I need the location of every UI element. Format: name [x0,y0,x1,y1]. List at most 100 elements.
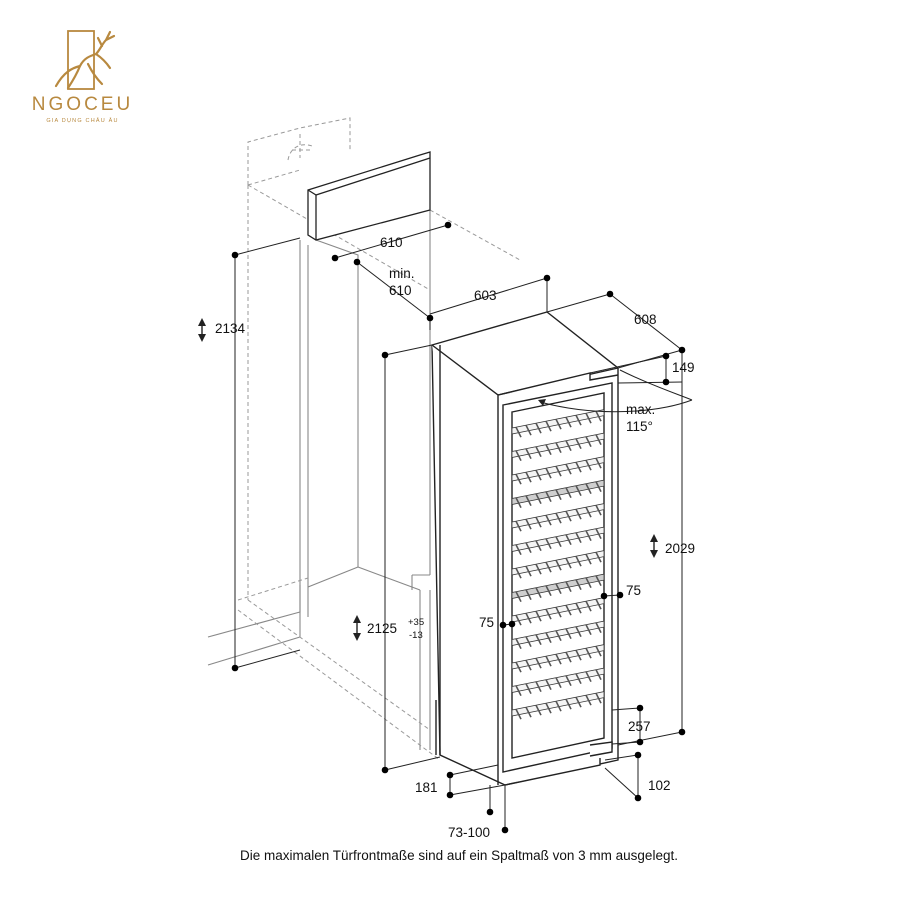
brand-logo: NGOCEU GIA DỤNG CHÂU ÂU [20,28,145,128]
label-610: 610 [380,235,403,250]
wine-bottle [515,497,522,509]
wine-bottle [515,544,522,556]
wine-bottle [595,434,602,446]
wine-bottle [525,495,532,507]
dimension-dot [446,771,454,779]
label-75-left: 75 [479,615,494,630]
wine-bottle [585,647,592,659]
deer-logo-icon [54,30,116,90]
wine-bottle [545,608,552,620]
wine-bottle [595,622,602,634]
wine-bottle [595,692,602,704]
wine-bottle [575,532,582,544]
dimension-dot [636,704,644,712]
wine-bottle [525,518,532,530]
dimension-dot [381,766,389,774]
wine-bottle [595,457,602,469]
wine-bottle [565,581,572,593]
wine-bottle [565,534,572,546]
dimension-dot [499,621,507,629]
wine-bottle [595,575,602,587]
dimension-dot [331,254,339,262]
wine-bottle [575,414,582,426]
wine-bottle [585,506,592,518]
wine-bottle [555,653,562,665]
wine-bottle [575,673,582,685]
wine-bottle [555,536,562,548]
wine-bottle [545,514,552,526]
wine-bottle [515,638,522,650]
label-181: 181 [415,780,438,795]
dimension-dot [231,664,239,672]
wine-bottle [585,436,592,448]
wine-bottle [575,438,582,450]
brand-name: NGOCEU [31,94,134,115]
dimension-dot [353,258,361,266]
wine-bottle [575,626,582,638]
dimension-dot [636,738,644,746]
dimension-dot [678,346,686,354]
dimension-double-arrow-lines [201,322,655,637]
wine-bottle [565,698,572,710]
wine-bottle [525,659,532,671]
label-115-degrees: 115° [626,419,653,434]
wine-bottle [515,661,522,673]
dimension-dot [662,378,670,386]
wine-bottle [535,516,542,528]
wine-bottle [585,600,592,612]
wine-bottle [545,491,552,503]
wine-bottle [555,583,562,595]
wine-bottle [555,512,562,524]
wine-bottle [555,606,562,618]
label-2125-tolerance-minus: -13 [409,630,423,641]
wine-bottle [555,559,562,571]
wine-bottle [575,508,582,520]
wine-bottle [585,553,592,565]
wine-bottle [565,651,572,663]
wine-bottle [515,614,522,626]
wine-bottle [545,679,552,691]
dimension-dot [486,808,494,816]
label-min: min. [389,266,415,281]
wine-bottle [525,542,532,554]
wine-bottle [525,424,532,436]
wine-bottle [555,465,562,477]
wine-bottle [515,708,522,720]
label-149: 149 [672,360,695,375]
wine-bottle [585,694,592,706]
brand-tagline: GIA DỤNG CHÂU ÂU [46,118,119,124]
label-min-610: 610 [389,283,412,298]
wine-bottle [585,412,592,424]
wine-bottle [515,473,522,485]
wine-bottle [575,602,582,614]
dimension-dot [634,794,642,802]
ventilation-box [307,151,431,241]
wine-bottle [545,585,552,597]
wine-bottle [595,504,602,516]
wine-bottle [525,706,532,718]
wine-bottle [555,442,562,454]
wine-bottle [555,489,562,501]
dimension-dot [634,751,642,759]
wine-shelves [511,409,605,720]
dimension-dot [508,620,516,628]
wine-bottle [535,446,542,458]
dimension-dot [231,251,239,259]
label-2029: 2029 [665,541,695,556]
wine-bottle [565,628,572,640]
wine-bottle [575,485,582,497]
dimension-dot [606,290,614,298]
wine-bottle [595,528,602,540]
wine-bottle [585,483,592,495]
wine-bottle [535,681,542,693]
wine-bottle [525,471,532,483]
wine-bottle [535,540,542,552]
wine-bottle [545,444,552,456]
footnote-caption: Die maximalen Türfrontmaße sind auf ein … [240,848,678,863]
wine-bottle [565,440,572,452]
wine-bottle [595,551,602,563]
wine-bottle [595,598,602,610]
wine-bottle [585,671,592,683]
wine-bottle [545,702,552,714]
